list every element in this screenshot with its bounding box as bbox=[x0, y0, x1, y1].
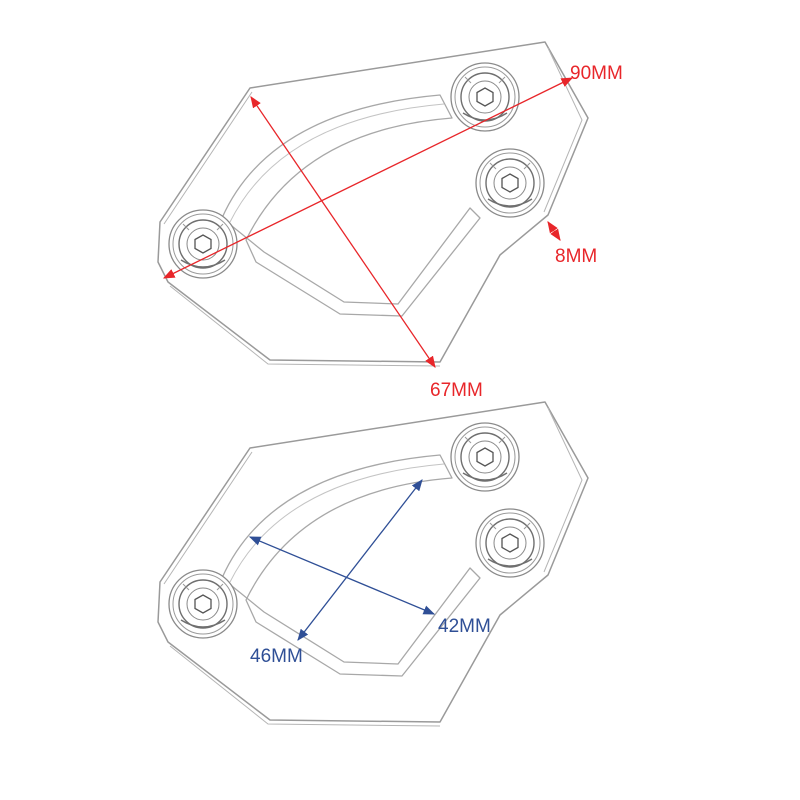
dimension-label-42mm: 42MM bbox=[438, 616, 491, 637]
dimension-label-46mm: 46MM bbox=[250, 646, 303, 667]
dimension-line-8mm bbox=[547, 221, 561, 241]
dimension-line-46mm bbox=[297, 479, 423, 641]
dimension-line-42mm bbox=[248, 536, 436, 615]
bottom-plate-drawing bbox=[157, 401, 589, 727]
dimension-label-8mm: 8MM bbox=[555, 246, 597, 267]
dimension-label-67mm: 67MM bbox=[430, 380, 483, 401]
dimension-line-67mm bbox=[250, 96, 436, 368]
dimension-label-90mm: 90MM bbox=[570, 63, 623, 84]
top-plate-drawing bbox=[157, 41, 589, 367]
